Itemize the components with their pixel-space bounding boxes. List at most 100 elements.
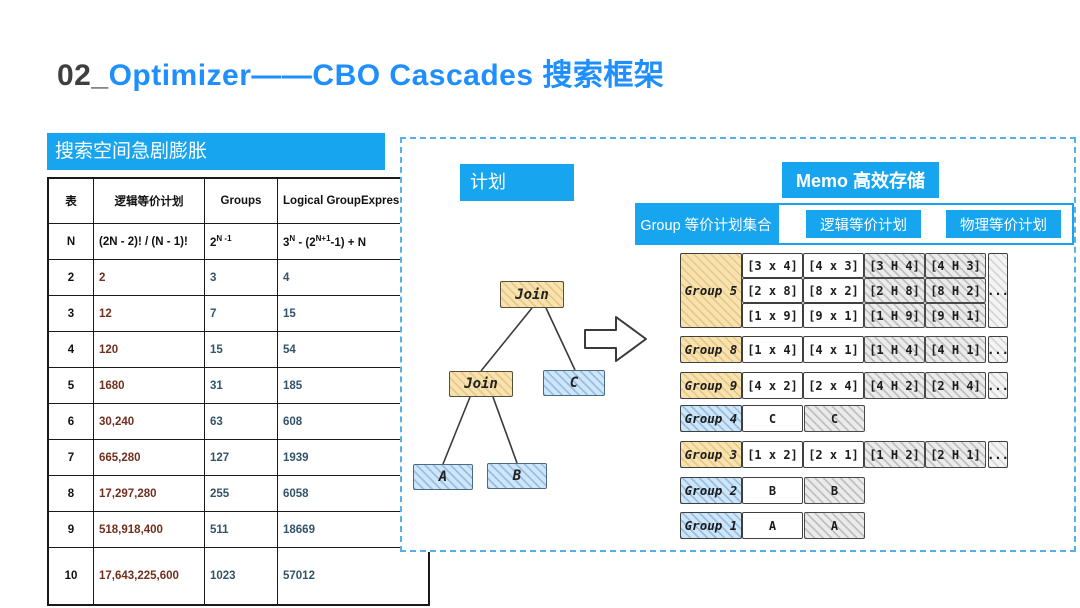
memo-logical-expression-cell: C bbox=[742, 405, 803, 432]
memo-dots-cell: ... bbox=[987, 336, 1009, 363]
table-cell: 511 bbox=[204, 511, 278, 548]
memo-logical-expression-cell: [2 x 4] bbox=[803, 372, 864, 399]
legend-physical: 物理等价计划 bbox=[946, 210, 1061, 238]
table-cell: 31 bbox=[204, 367, 278, 404]
table-column-header: Groups bbox=[204, 177, 278, 224]
memo-physical-expression-cell: [8 H 2] bbox=[925, 278, 986, 303]
memo-group-label: Group 2 bbox=[680, 477, 742, 504]
memo-logical-expression-cell: [3 x 4] bbox=[742, 253, 803, 278]
table-cell: 665,280 bbox=[93, 439, 205, 476]
title-number: 02_ bbox=[57, 59, 109, 92]
memo-logical-expression-cell: [8 x 2] bbox=[803, 278, 864, 303]
table-column-header: 表 bbox=[47, 177, 94, 224]
table-cell: 30,240 bbox=[93, 403, 205, 440]
memo-logical-expression-cell: [1 x 4] bbox=[742, 336, 803, 363]
legend-logical: 逻辑等价计划 bbox=[806, 210, 921, 238]
memo-physical-expression-cell: [3 H 4] bbox=[864, 253, 925, 278]
table-cell: N bbox=[47, 223, 94, 260]
memo-physical-expression-cell: C bbox=[804, 405, 865, 432]
table-cell: 2 bbox=[93, 259, 205, 296]
memo-logical-expression-cell: [2 x 8] bbox=[742, 278, 803, 303]
table-cell: 5 bbox=[47, 367, 94, 404]
table-cell: 127 bbox=[204, 439, 278, 476]
memo-physical-expression-cell: [4 H 2] bbox=[864, 372, 925, 399]
memo-logical-expression-cell: [2 x 1] bbox=[803, 441, 864, 468]
table-cell: 3 bbox=[204, 259, 278, 296]
memo-physical-expression-cell: [9 H 1] bbox=[925, 303, 986, 328]
memo-logical-expression-cell: [9 x 1] bbox=[803, 303, 864, 328]
table-cell: 518,918,400 bbox=[93, 511, 205, 548]
table-cell: 17,643,225,600 bbox=[93, 547, 205, 606]
table-cell: 9 bbox=[47, 511, 94, 548]
memo-physical-expression-cell: [2 H 8] bbox=[864, 278, 925, 303]
memo-physical-expression-cell: [4 H 3] bbox=[925, 253, 986, 278]
memo-physical-expression-cell: [1 H 9] bbox=[864, 303, 925, 328]
memo-logical-expression-cell: [4 x 1] bbox=[803, 336, 864, 363]
memo-logical-expression-cell: [1 x 2] bbox=[742, 441, 803, 468]
table-cell: 1680 bbox=[93, 367, 205, 404]
legend-group-set: Group 等价计划集合 bbox=[635, 203, 777, 245]
table-cell: 2N -1 bbox=[204, 223, 278, 260]
memo-logical-expression-cell: [1 x 9] bbox=[742, 303, 803, 328]
plan-label-box: 计划 bbox=[460, 164, 574, 201]
title-text: Optimizer——CBO Cascades 搜索框架 bbox=[108, 59, 665, 92]
memo-logical-expression-cell: B bbox=[742, 477, 803, 504]
table-cell: 10 bbox=[47, 547, 94, 606]
table-cell: 8 bbox=[47, 475, 94, 512]
memo-group-label: Group 4 bbox=[680, 405, 742, 432]
table-cell: 6 bbox=[47, 403, 94, 440]
memo-group-label: Group 5 bbox=[680, 253, 742, 328]
table-cell: 63 bbox=[204, 403, 278, 440]
page-title: 02_Optimizer——CBO Cascades 搜索框架 bbox=[57, 50, 664, 94]
table-column-header: 逻辑等价计划 bbox=[93, 177, 205, 224]
memo-group-label: Group 1 bbox=[680, 512, 742, 539]
table-cell: (2N - 2)! / (N - 1)! bbox=[93, 223, 205, 260]
memo-physical-expression-cell: B bbox=[804, 477, 865, 504]
table-cell: 4 bbox=[47, 331, 94, 368]
tree-node-join-root: Join bbox=[500, 281, 564, 308]
tree-node-c: C bbox=[543, 370, 605, 396]
table-cell: 15 bbox=[204, 331, 278, 368]
memo-physical-expression-cell: [2 H 4] bbox=[925, 372, 986, 399]
table-cell: 17,297,280 bbox=[93, 475, 205, 512]
memo-physical-expression-cell: [2 H 1] bbox=[925, 441, 986, 468]
table-cell: 2 bbox=[47, 259, 94, 296]
memo-logical-expression-cell: [4 x 3] bbox=[803, 253, 864, 278]
table-cell: 1023 bbox=[204, 547, 278, 606]
memo-dots-cell: ... bbox=[987, 372, 1009, 399]
memo-group-label: Group 8 bbox=[680, 336, 742, 363]
table-cell: 12 bbox=[93, 295, 205, 332]
memo-group-label: Group 9 bbox=[680, 372, 742, 399]
memo-dots-cell: ... bbox=[987, 441, 1009, 468]
memo-physical-expression-cell: [1 H 2] bbox=[864, 441, 925, 468]
table-cell: 7 bbox=[204, 295, 278, 332]
memo-logical-expression-cell: A bbox=[742, 512, 803, 539]
memo-physical-expression-cell: A bbox=[804, 512, 865, 539]
table-cell: 255 bbox=[204, 475, 278, 512]
tree-node-join-left: Join bbox=[449, 371, 513, 397]
table-cell: 7 bbox=[47, 439, 94, 476]
tree-node-a: A bbox=[413, 464, 473, 490]
table-cell: 3 bbox=[47, 295, 94, 332]
memo-physical-expression-cell: [4 H 1] bbox=[925, 336, 986, 363]
memo-group-label: Group 3 bbox=[680, 441, 742, 468]
table-cell: 57012 bbox=[277, 547, 430, 606]
table-cell: 120 bbox=[93, 331, 205, 368]
memo-logical-expression-cell: [4 x 2] bbox=[742, 372, 803, 399]
left-panel-header: 搜索空间急剧膨胀 bbox=[47, 133, 385, 170]
tree-node-b: B bbox=[487, 463, 547, 489]
memo-dots-cell: ... bbox=[987, 253, 1009, 328]
